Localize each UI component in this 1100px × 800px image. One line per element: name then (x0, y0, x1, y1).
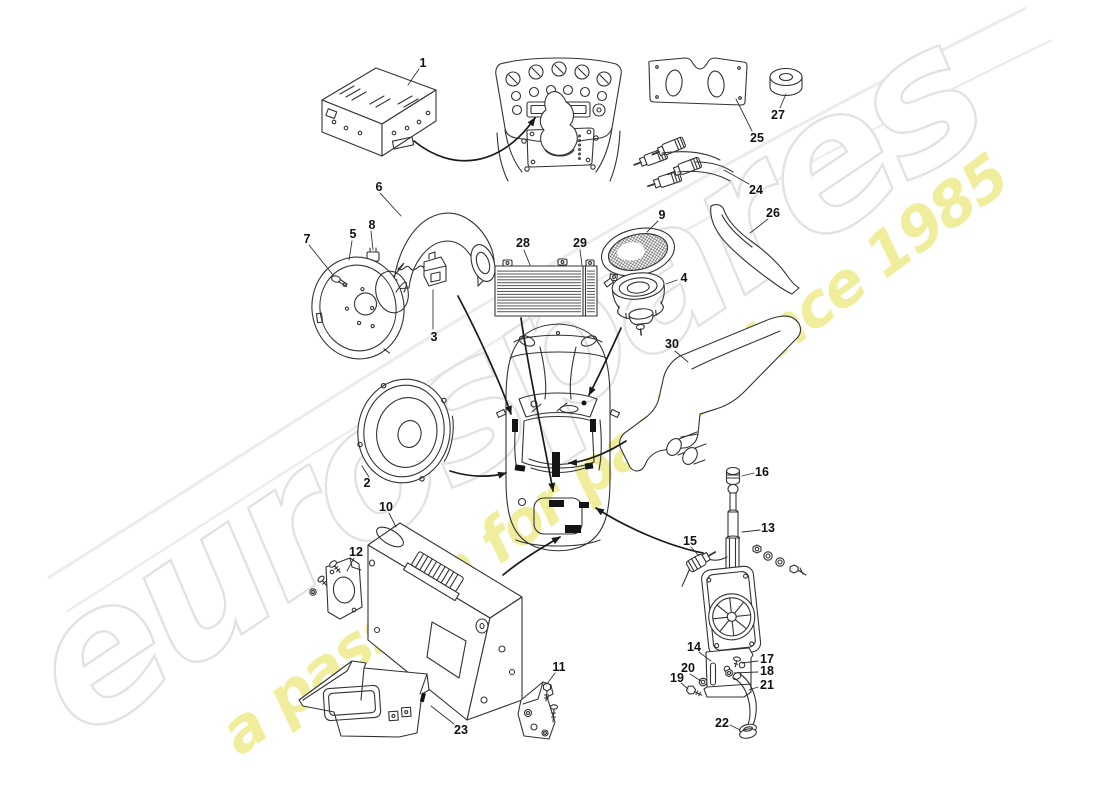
part-callout-24[interactable]: 24 (749, 183, 763, 197)
car-top-view (495, 323, 621, 552)
diagram-line-art (298, 57, 807, 740)
part-amplifier (494, 258, 598, 317)
part-callout-19[interactable]: 19 (670, 671, 684, 685)
part-callout-4[interactable]: 4 (681, 271, 688, 285)
swoosh-curve-2 (65, 39, 1053, 613)
part-blanking-gasket (648, 57, 748, 106)
screw-17 (733, 656, 741, 668)
part-rear-speaker (357, 378, 454, 484)
console-illustration (495, 57, 622, 182)
part-mounting-tray (298, 660, 430, 738)
part-callout-11[interactable]: 11 (552, 660, 565, 674)
part-callout-14[interactable]: 14 (687, 640, 701, 654)
antenna-tip-16 (725, 466, 741, 495)
part-callout-1[interactable]: 1 (420, 56, 427, 70)
tube-cap-22 (739, 723, 757, 739)
part-callout-29[interactable]: 29 (573, 236, 587, 250)
bolt-19 (685, 685, 703, 697)
part-bracket-12 (309, 557, 363, 620)
part-callout-16[interactable]: 16 (755, 465, 769, 479)
part-callout-22[interactable]: 22 (715, 716, 729, 730)
part-sill-trim (619, 315, 802, 472)
arrow-antenna-to-car (595, 507, 704, 554)
part-callout-25[interactable]: 25 (750, 131, 764, 145)
part-callout-10[interactable]: 10 (379, 500, 393, 514)
part-callout-6[interactable]: 6 (376, 180, 383, 194)
part-callout-13[interactable]: 13 (761, 521, 775, 535)
arrow-amp-to-car (520, 317, 556, 492)
callouts: 1 2 3 4 5 6 7 8 9 10 11 12 13 14 15 16 1… (304, 56, 785, 737)
part-callout-5[interactable]: 5 (350, 227, 357, 241)
part-callout-30[interactable]: 30 (665, 337, 679, 351)
nut-18 (725, 668, 733, 678)
part-grommet (769, 67, 803, 97)
part-callout-8[interactable]: 8 (369, 218, 376, 232)
drain-tube-21 (732, 671, 757, 731)
part-callout-17[interactable]: 17 (760, 652, 774, 666)
arrow-tweeter-to-car (588, 327, 622, 396)
part-speaker-pod (386, 212, 496, 290)
antenna-hardware (752, 544, 807, 576)
part-finisher-strip (710, 204, 800, 295)
part-callout-18[interactable]: 18 (760, 664, 774, 678)
part-tweeter (603, 272, 665, 336)
part-connector (397, 251, 447, 287)
arrow-radio-to-console (413, 117, 536, 162)
arrow-changer-to-car (502, 536, 561, 576)
arrow-speaker2-to-car (449, 470, 507, 479)
part-callout-20[interactable]: 20 (681, 661, 695, 675)
part-callout-27[interactable]: 27 (771, 108, 785, 122)
arrow-speaker-to-car (457, 295, 512, 415)
part-bracket-11 (517, 681, 559, 740)
part-callout-23[interactable]: 23 (454, 723, 468, 737)
part-radio-head-unit (321, 67, 437, 157)
washer-20 (698, 677, 708, 687)
arrow-trim-to-car (568, 440, 627, 466)
screw-7 (331, 275, 348, 288)
part-callout-26[interactable]: 26 (766, 206, 780, 220)
swoosh-curve-1 (47, 6, 1027, 580)
part-callout-12[interactable]: 12 (349, 545, 363, 559)
part-callout-15[interactable]: 15 (683, 534, 697, 548)
part-callout-3[interactable]: 3 (431, 330, 438, 344)
location-arrows (413, 117, 704, 576)
part-cd-changer (367, 522, 523, 721)
part-antenna-assembly (681, 466, 807, 739)
antenna-cable-15 (681, 551, 728, 587)
part-callout-2[interactable]: 2 (364, 476, 371, 490)
part-speaker-grille (601, 227, 675, 282)
part-callout-28[interactable]: 28 (516, 236, 530, 250)
part-callout-21[interactable]: 21 (760, 678, 774, 692)
part-callout-9[interactable]: 9 (659, 208, 666, 222)
part-lead-set (633, 136, 734, 189)
part-door-speaker (311, 256, 409, 360)
part-callout-7[interactable]: 7 (304, 232, 311, 246)
location-markers (512, 400, 596, 533)
antenna-motor-14 (701, 565, 762, 657)
leader-lines (308, 68, 787, 731)
